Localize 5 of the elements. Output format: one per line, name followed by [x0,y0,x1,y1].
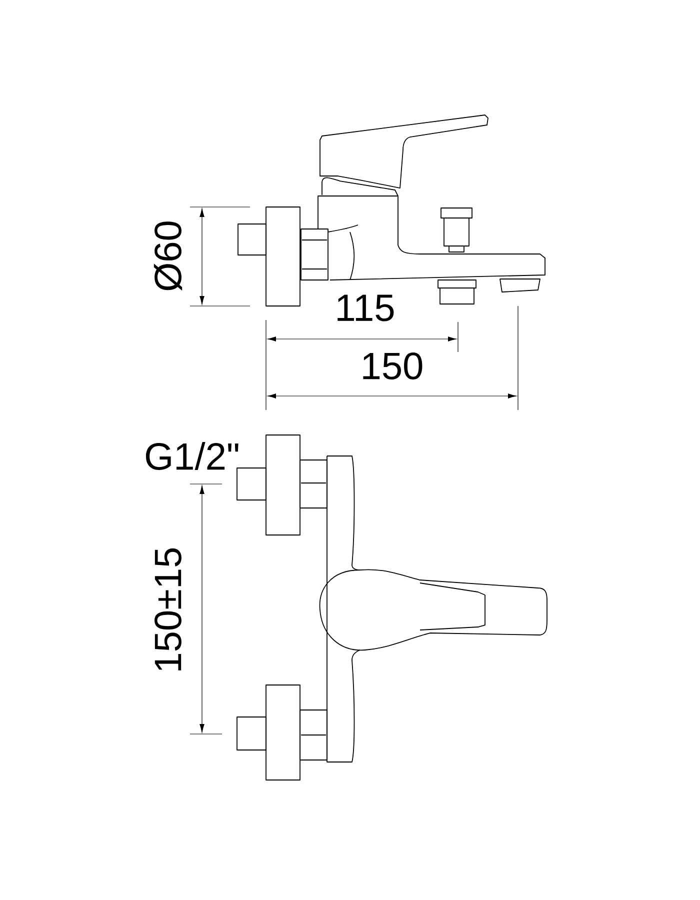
dimension-text: 150 [363,352,422,380]
dimension-text: 115 [338,294,394,322]
dimension-text: 150±15 [154,548,182,670]
dimension-text: Ø60 [154,222,182,291]
dimension-text: G1/2" [146,442,238,470]
